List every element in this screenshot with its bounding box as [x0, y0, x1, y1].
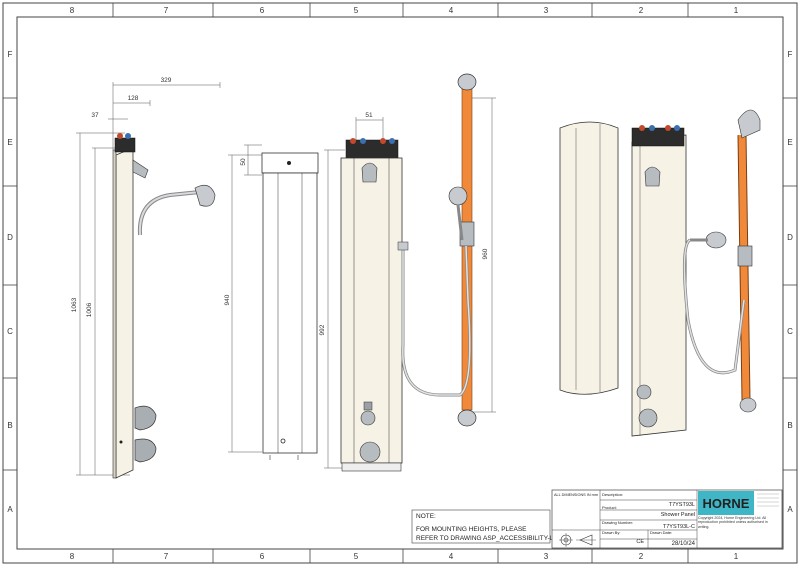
col-label-bottom: 7	[164, 552, 169, 561]
copyright-text: Copyright 2024, Horne Engineering Ltd. A…	[698, 516, 768, 529]
title-block: ALL DIMENSIONS IN mm Description: T7YST9…	[551, 489, 783, 549]
dim-front-height: 940	[224, 294, 231, 305]
row-label-left: F	[8, 50, 13, 59]
brand-name: HORNE	[703, 496, 750, 511]
col-label-top: 4	[449, 6, 454, 15]
description-label: Description:	[602, 492, 623, 497]
side-view: 329 128 37 1063 1006	[71, 77, 221, 479]
dim-offset-b: 37	[91, 112, 99, 119]
row-label-right: D	[787, 233, 793, 242]
row-label-right: C	[787, 327, 793, 336]
note-box: NOTE: FOR MOUNTING HEIGHTS, PLEASE REFER…	[411, 509, 554, 544]
col-label-bottom: 2	[639, 552, 644, 561]
note-line-2: REFER TO DRAWING ASP_ACCESSIBILITY-L	[416, 535, 554, 542]
dim-overall-reach: 329	[161, 77, 172, 84]
drawing-number-value: T7YST93L-C	[663, 524, 695, 530]
front-view: 51 992	[319, 112, 403, 472]
dim-height-total: 1063	[71, 297, 78, 312]
col-label-bottom: 6	[260, 552, 265, 561]
drawn-by-label: Drawn By:	[602, 530, 620, 535]
dim-rail-height: 960	[482, 248, 489, 259]
zone-ticks	[3, 3, 797, 563]
col-label-top: 6	[260, 6, 265, 15]
all-dimensions-note: ALL DIMENSIONS IN mm	[554, 493, 598, 497]
rail-view: 960	[397, 73, 496, 427]
dim-panel-height: 992	[319, 324, 326, 335]
col-label-top: 5	[354, 6, 359, 15]
dim-offset-a: 128	[128, 95, 139, 102]
isometric-view	[559, 109, 761, 437]
drawn-date-value: 28/10/24	[672, 541, 696, 547]
dim-valve-width: 51	[365, 112, 373, 119]
col-label-top: 7	[164, 6, 169, 15]
row-label-left: D	[7, 233, 13, 242]
inner-border	[16, 16, 784, 550]
col-label-top: 2	[639, 6, 644, 15]
note-line-1: FOR MOUNTING HEIGHTS, PLEASE	[416, 526, 527, 533]
row-label-right: E	[787, 138, 792, 147]
col-label-top: 8	[70, 6, 75, 15]
row-label-right: F	[788, 50, 793, 59]
rear-view: 940 50	[224, 144, 319, 460]
col-label-top: 1	[734, 6, 739, 15]
row-label-left: A	[7, 505, 13, 514]
product-value: Shower Panel	[661, 512, 695, 518]
row-label-left: C	[7, 327, 13, 336]
dim-height-inner: 1006	[86, 302, 93, 317]
copyright-notice: Copyright 2024, Horne Engineering Ltd. A…	[698, 516, 768, 529]
dim-top-depth: 50	[240, 158, 247, 166]
col-label-bottom: 1	[734, 552, 739, 561]
col-label-bottom: 4	[449, 552, 454, 561]
projection-symbol	[559, 533, 596, 547]
drawing-number-label: Drawing Number:	[602, 520, 633, 525]
row-label-left: B	[7, 421, 12, 430]
drawn-date-label: Drawn Date:	[650, 530, 672, 535]
col-label-top: 3	[544, 6, 549, 15]
note-heading: NOTE:	[416, 513, 436, 520]
drawn-by-value: CE	[636, 539, 644, 545]
row-label-right: A	[787, 505, 793, 514]
col-label-bottom: 8	[70, 552, 75, 561]
row-label-right: B	[787, 421, 792, 430]
col-label-bottom: 3	[544, 552, 549, 561]
col-label-bottom: 5	[354, 552, 359, 561]
description-value: T7YST93L	[669, 502, 695, 508]
product-label: Product:	[602, 505, 617, 510]
row-label-left: E	[7, 138, 12, 147]
brand-logo	[698, 491, 754, 515]
